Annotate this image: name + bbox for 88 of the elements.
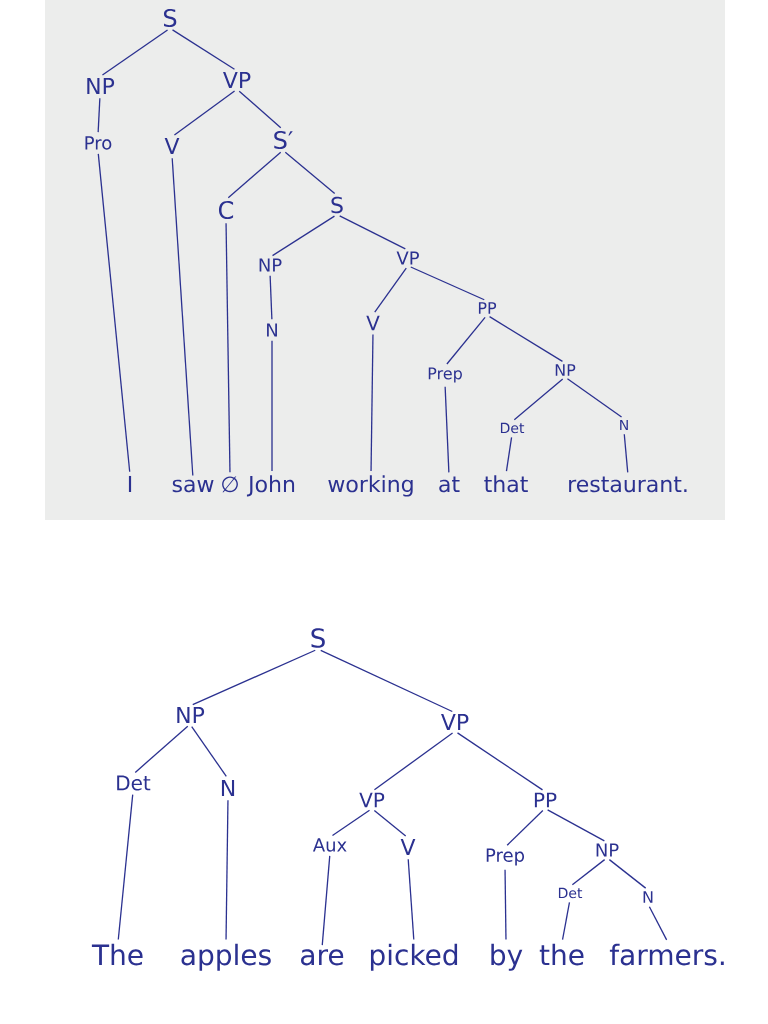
branch-line [566,378,623,418]
branch-line [331,809,371,837]
branch-line [238,90,282,129]
branch-line [227,151,282,199]
category-label: NP [596,843,619,857]
branch-line [373,732,454,791]
category-label: N [643,891,653,903]
branch-line [97,97,101,133]
branch-line [547,809,605,842]
category-label: V [400,839,416,856]
sentence-word: working [328,475,413,497]
branch-line [269,275,273,320]
sentence-word: the [539,943,584,966]
branch-line [97,153,131,473]
branch-line [321,855,331,946]
category-label: V [164,137,180,154]
category-label: Det [117,775,151,791]
branch-line [192,649,316,706]
branch-line [284,151,336,195]
branch-line [271,215,336,257]
branch-line [171,157,194,477]
category-label: N [267,323,277,337]
category-label: Prep [428,367,462,383]
branch-line [505,436,513,472]
sentence-word: farmers. [609,943,724,966]
category-label: S [331,196,343,214]
branch-line [271,340,273,472]
branch-line [513,378,564,421]
branch-line [173,90,236,136]
branch-line [623,433,629,473]
category-label: S′ [274,130,293,150]
category-label: N [620,419,628,431]
sentence-word: are [301,949,344,966]
branch-line [410,266,485,301]
category-label: S [311,628,325,648]
sentence-word: at [439,476,460,493]
category-label: Det [558,887,583,899]
branch-line [370,333,374,472]
category-label: NP [259,258,282,272]
category-label: PP [534,792,557,808]
branch-line [504,869,507,941]
branch-line [191,726,227,777]
sentence-word: that [484,475,528,493]
category-label: VP [396,251,419,265]
branch-line [561,901,571,941]
branch-line [444,386,450,473]
sentence-word: apples [181,943,271,971]
branch-line [648,906,668,941]
branch-line [171,29,236,70]
branch-line [407,858,415,941]
branch-line [134,725,189,774]
branch-line [456,732,544,791]
sentence-word: saw [172,479,214,493]
sentence-word: The [91,943,143,966]
category-label: C [218,200,234,220]
sentence-word: by [491,943,523,971]
sentence-word: picked [370,943,458,971]
category-label: VP [223,71,251,88]
branch-line [320,649,453,713]
branch-line [608,858,647,889]
sentence-word: ∅ [222,476,238,493]
branch-line [374,267,407,313]
sentence-word: I [128,475,132,492]
category-label: PP [478,302,497,314]
category-label: N [221,780,235,797]
category-label: NP [555,364,576,376]
category-label: NP [177,707,205,724]
category-label: Det [500,422,525,434]
branch-line [117,793,134,941]
category-label: Pro [85,136,112,150]
branch-line [339,215,406,250]
category-label: VP [441,714,469,731]
category-label: VP [359,792,385,808]
branch-line [571,858,606,886]
branch-line [225,799,229,941]
branch-line [101,29,169,76]
category-label: S [163,8,177,28]
branch-line [506,809,544,846]
category-label: Aux [312,838,347,852]
category-label: V [366,315,380,331]
branch-line [488,315,564,363]
sentence-word: John [246,475,295,497]
category-label: Prep [486,848,525,866]
branch-line [225,222,231,473]
category-label: NP [87,77,115,94]
branch-line [373,809,407,837]
sentence-word: restaurant. [569,476,687,493]
branch-line [446,316,486,365]
